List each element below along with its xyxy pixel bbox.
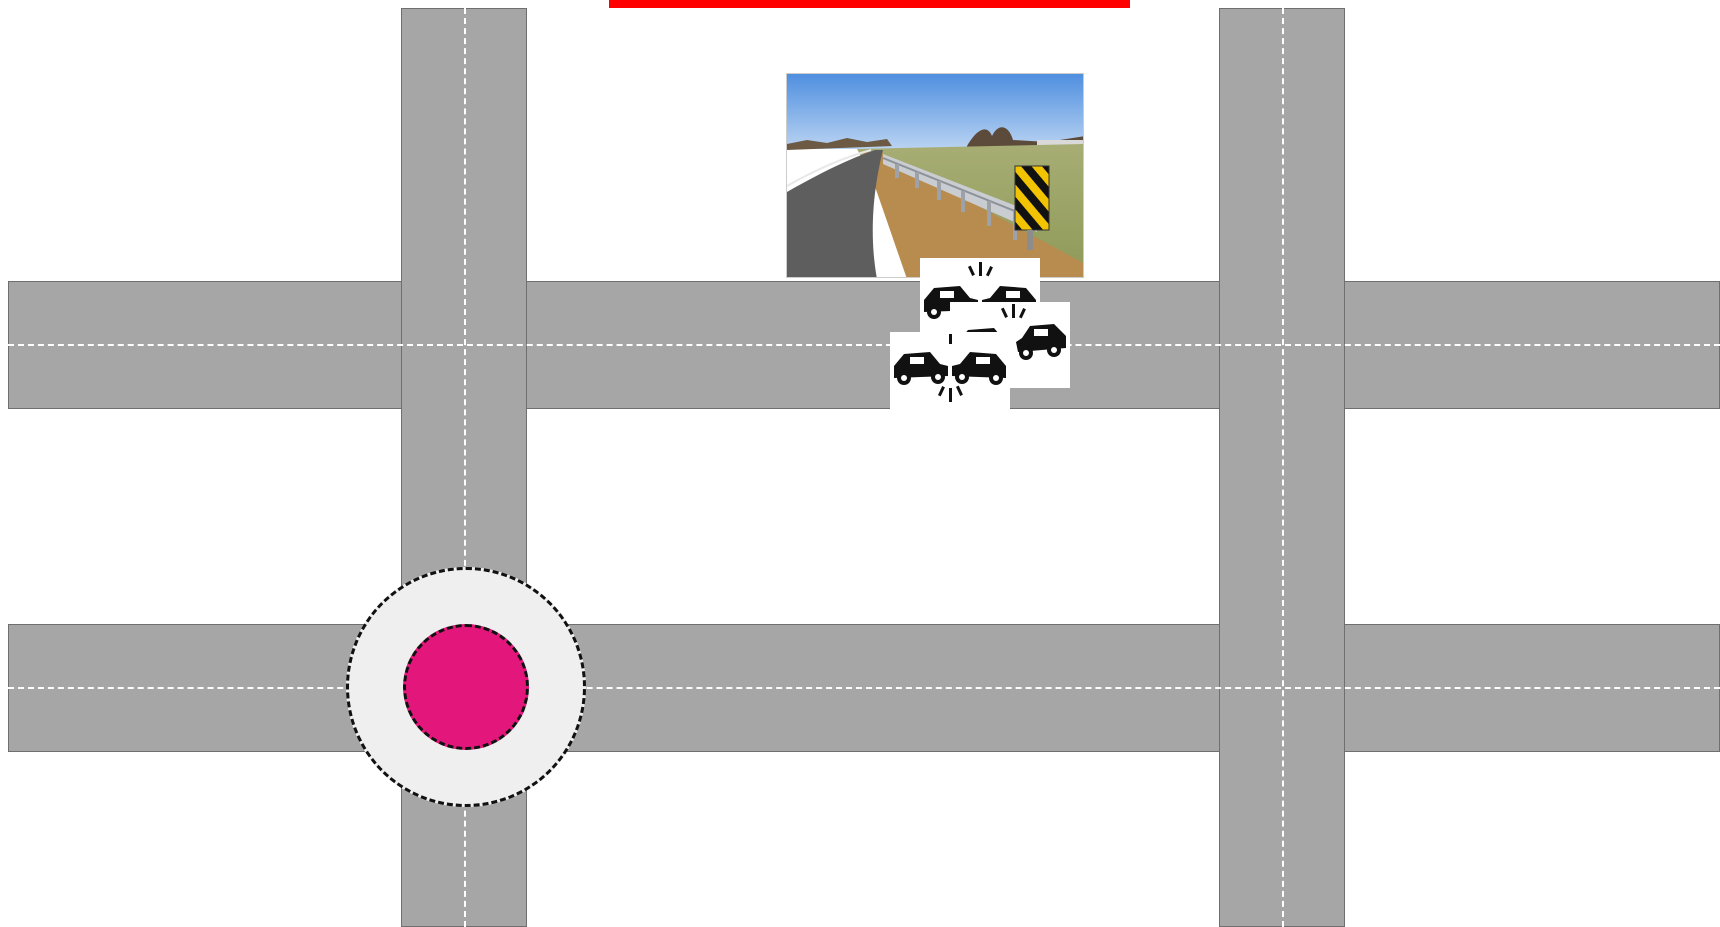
red-banner <box>609 0 1130 8</box>
lane-marking-right <box>1282 8 1284 927</box>
lane-marking-left <box>464 8 466 927</box>
roundabout-ring <box>346 567 586 807</box>
roundabout-island <box>403 624 529 750</box>
lane-marking-upper <box>8 344 1720 346</box>
lane-marking-lower <box>8 687 1720 689</box>
guardrail-photo <box>786 73 1084 278</box>
car-crash-icon <box>890 332 1010 418</box>
